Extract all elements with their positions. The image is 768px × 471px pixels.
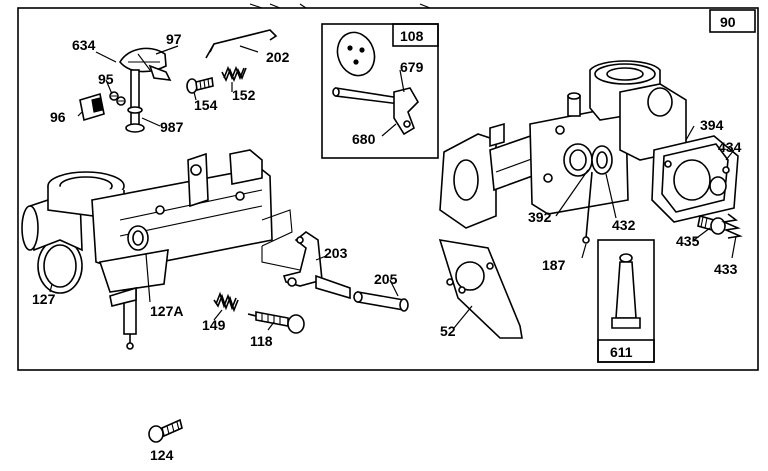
label-435: 435: [676, 233, 700, 249]
part-203-lever: [282, 231, 351, 300]
leader-bracket-203: [261, 209, 301, 271]
label-97: 97: [166, 31, 182, 47]
part-432-ring: [591, 145, 613, 175]
label-679: 679: [400, 59, 424, 75]
part-108-disc: [336, 31, 376, 77]
label-149: 149: [202, 317, 226, 333]
part-433-spring: [721, 213, 743, 239]
box-611: [597, 339, 655, 363]
label-432: 432: [612, 217, 636, 233]
carburetor-body-left: [21, 149, 273, 350]
label-108: 108: [400, 28, 424, 44]
label-95: 95: [98, 71, 114, 87]
box-108-frame: [321, 23, 439, 159]
part-97-throttle-plate: [119, 47, 172, 81]
label-154: 154: [194, 97, 218, 113]
label-394: 394: [700, 117, 724, 133]
main-frame: [17, 7, 759, 371]
part-987-shaft: [125, 69, 145, 133]
label-96: 96: [50, 109, 66, 125]
label-680: 680: [352, 131, 376, 147]
box-90: [709, 9, 756, 33]
label-90: 90: [720, 14, 736, 30]
label-118: 118: [250, 333, 273, 349]
part-152-spring: [221, 65, 247, 83]
label-187: 187: [542, 257, 566, 273]
label-433: 433: [714, 261, 738, 277]
label-611: 611: [610, 344, 633, 360]
label-987: 987: [160, 119, 184, 135]
label-202: 202: [266, 49, 290, 65]
part-187-needle: [582, 171, 593, 244]
label-634: 634: [72, 37, 96, 53]
top-cut-marks: [249, 3, 431, 9]
label-203: 203: [324, 245, 348, 261]
part-96-plate: [79, 92, 105, 122]
label-52: 52: [440, 323, 456, 339]
carburetor-body-right: [439, 60, 687, 229]
part-154-screw: [186, 77, 214, 94]
part-118-needle: [247, 311, 305, 334]
label-434: 434: [718, 139, 742, 155]
label-205: 205: [374, 271, 398, 287]
label-127A: 127A: [150, 303, 183, 319]
part-680-lever: [393, 87, 419, 136]
part-611-tube: [611, 253, 641, 329]
part-95-screws: [109, 91, 126, 106]
label-127: 127: [32, 291, 56, 307]
label-124: 124: [150, 447, 174, 463]
part-52-gasket: [438, 238, 523, 339]
part-394-434-cover: [651, 135, 739, 223]
label-392: 392: [528, 209, 552, 225]
box-108: [392, 23, 439, 47]
label-152: 152: [232, 87, 256, 103]
leader-lines: [49, 45, 737, 331]
part-205-shaft: [353, 291, 409, 312]
part-435-screw: [697, 214, 726, 235]
part-202-rod: [205, 29, 278, 59]
part-149-spring: [213, 291, 239, 313]
part-679-shaft: [332, 87, 401, 105]
part-labels: 634 97 202 95 154 152 96 987 679 680 394…: [32, 31, 742, 463]
part-124-screw: [148, 418, 183, 443]
